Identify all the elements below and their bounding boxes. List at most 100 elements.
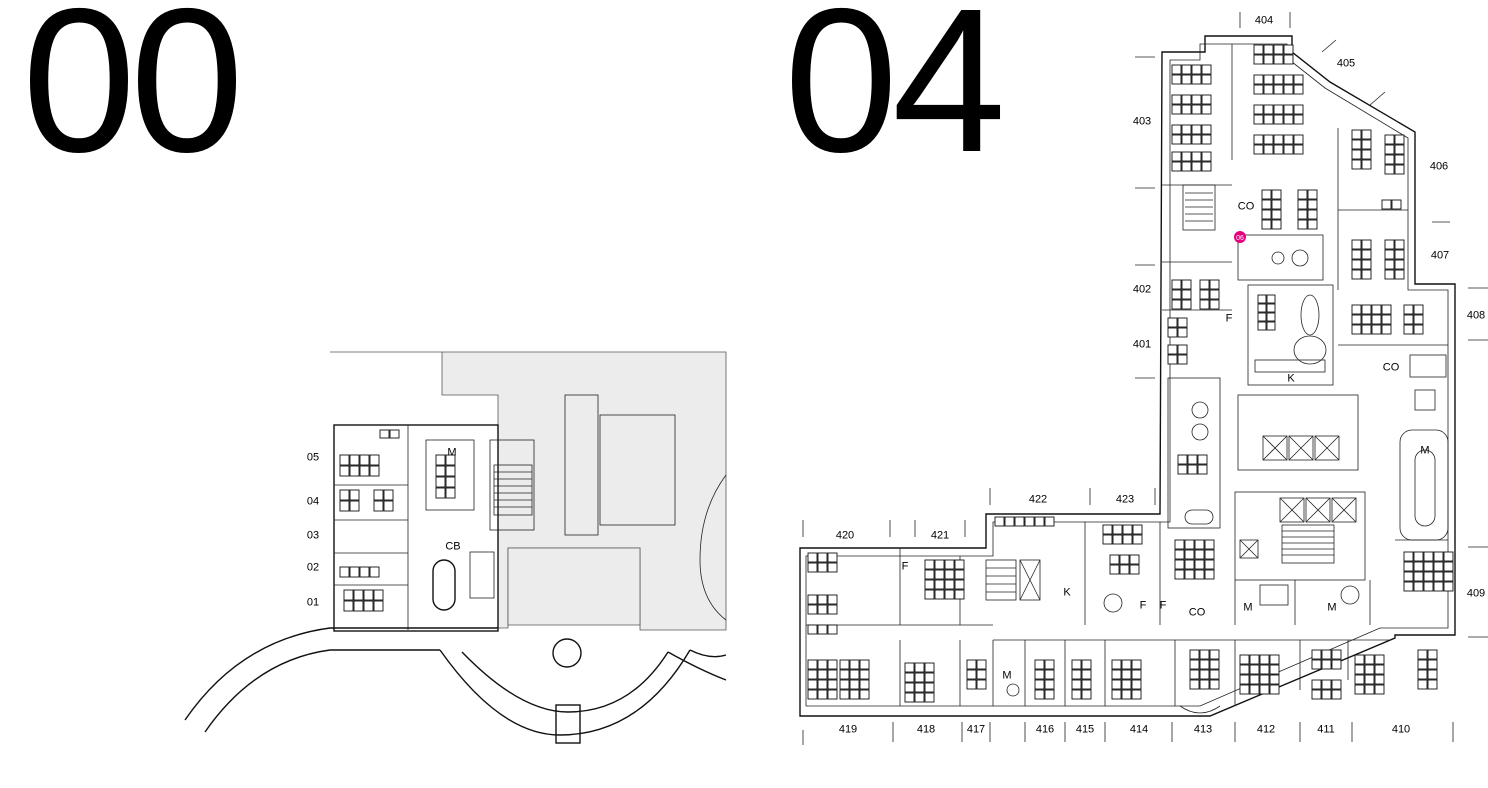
desk <box>1259 654 1270 665</box>
desk <box>1283 44 1294 55</box>
desk <box>1269 654 1280 665</box>
desk <box>1201 151 1212 162</box>
desk <box>1177 327 1188 338</box>
desk <box>1257 312 1267 322</box>
desk <box>954 589 965 600</box>
desk <box>1239 654 1250 665</box>
desk <box>339 454 350 466</box>
room-416: 416 <box>1035 723 1055 736</box>
desk <box>1199 279 1210 290</box>
desk <box>976 679 987 690</box>
room-405: 405 <box>1336 57 1356 70</box>
desk <box>1394 249 1405 260</box>
desk <box>904 692 915 703</box>
desk <box>1263 44 1274 55</box>
desk <box>349 500 360 512</box>
desk <box>1413 561 1424 572</box>
desk <box>1191 94 1202 105</box>
desk <box>1361 314 1372 325</box>
desk <box>1374 654 1385 665</box>
desk <box>1266 312 1276 322</box>
desk <box>1271 209 1282 220</box>
desk <box>1034 689 1045 700</box>
desk <box>1201 104 1212 115</box>
desk <box>1427 659 1438 670</box>
desk <box>1364 684 1375 695</box>
desk <box>353 600 364 612</box>
desk <box>1112 524 1123 535</box>
desk <box>914 692 925 703</box>
desk <box>1351 324 1362 335</box>
room-413: 413 <box>1193 723 1213 736</box>
desk <box>1191 151 1202 162</box>
desk <box>1119 564 1130 575</box>
desk <box>379 429 390 439</box>
desk <box>1249 654 1260 665</box>
desk <box>954 579 965 590</box>
desk <box>1167 344 1178 355</box>
desk <box>1191 124 1202 135</box>
area-k-1: K <box>1287 372 1295 385</box>
desk <box>373 600 384 612</box>
desk <box>1071 669 1082 680</box>
desk <box>1293 84 1304 95</box>
desk <box>1283 74 1294 85</box>
desk <box>934 579 945 590</box>
room-402: 402 <box>1132 283 1152 296</box>
desk <box>373 500 384 512</box>
desk <box>435 476 446 488</box>
desk <box>1171 151 1182 162</box>
desk <box>1297 189 1308 200</box>
desk <box>1269 664 1280 675</box>
desk <box>1403 314 1414 325</box>
desk <box>1167 317 1178 328</box>
desk <box>1381 199 1392 210</box>
desk <box>849 689 860 700</box>
desk <box>1283 134 1294 145</box>
area-f-4: F <box>901 560 909 573</box>
desk <box>827 552 838 563</box>
location-marker[interactable] <box>1234 231 1246 243</box>
desk <box>1253 84 1264 95</box>
desk <box>1361 139 1372 150</box>
desk <box>1191 74 1202 85</box>
desk <box>1177 454 1188 465</box>
desk <box>1403 551 1414 562</box>
desk <box>1184 559 1195 570</box>
desk <box>1417 659 1428 670</box>
desk <box>1034 669 1045 680</box>
desk <box>1201 161 1212 172</box>
desk <box>1181 161 1192 172</box>
desk <box>1413 304 1424 315</box>
desk <box>1269 674 1280 685</box>
desk <box>807 624 818 635</box>
desk <box>1249 664 1260 675</box>
desk <box>1351 314 1362 325</box>
desk <box>1189 669 1200 680</box>
floor-00-room-04: 04 <box>306 495 320 508</box>
desk <box>1266 294 1276 304</box>
desk <box>1024 516 1035 527</box>
desk <box>1199 659 1210 670</box>
desk <box>1283 104 1294 115</box>
desk <box>339 566 350 578</box>
desk <box>839 689 850 700</box>
desk <box>1109 554 1120 565</box>
desk <box>1293 144 1304 155</box>
desk <box>827 594 838 605</box>
desk <box>1181 74 1192 85</box>
desk <box>1199 289 1210 300</box>
room-407: 407 <box>1430 249 1450 262</box>
desk <box>1433 571 1444 582</box>
desk <box>1177 464 1188 475</box>
desk <box>373 589 384 601</box>
desk <box>1283 144 1294 155</box>
desk <box>1253 74 1264 85</box>
desk <box>1361 239 1372 250</box>
floor-00-plan <box>184 351 727 744</box>
desk <box>859 659 870 670</box>
desk <box>1201 64 1212 75</box>
desk <box>1384 269 1395 280</box>
desk <box>807 659 818 670</box>
area-m-4: M <box>1002 669 1012 682</box>
